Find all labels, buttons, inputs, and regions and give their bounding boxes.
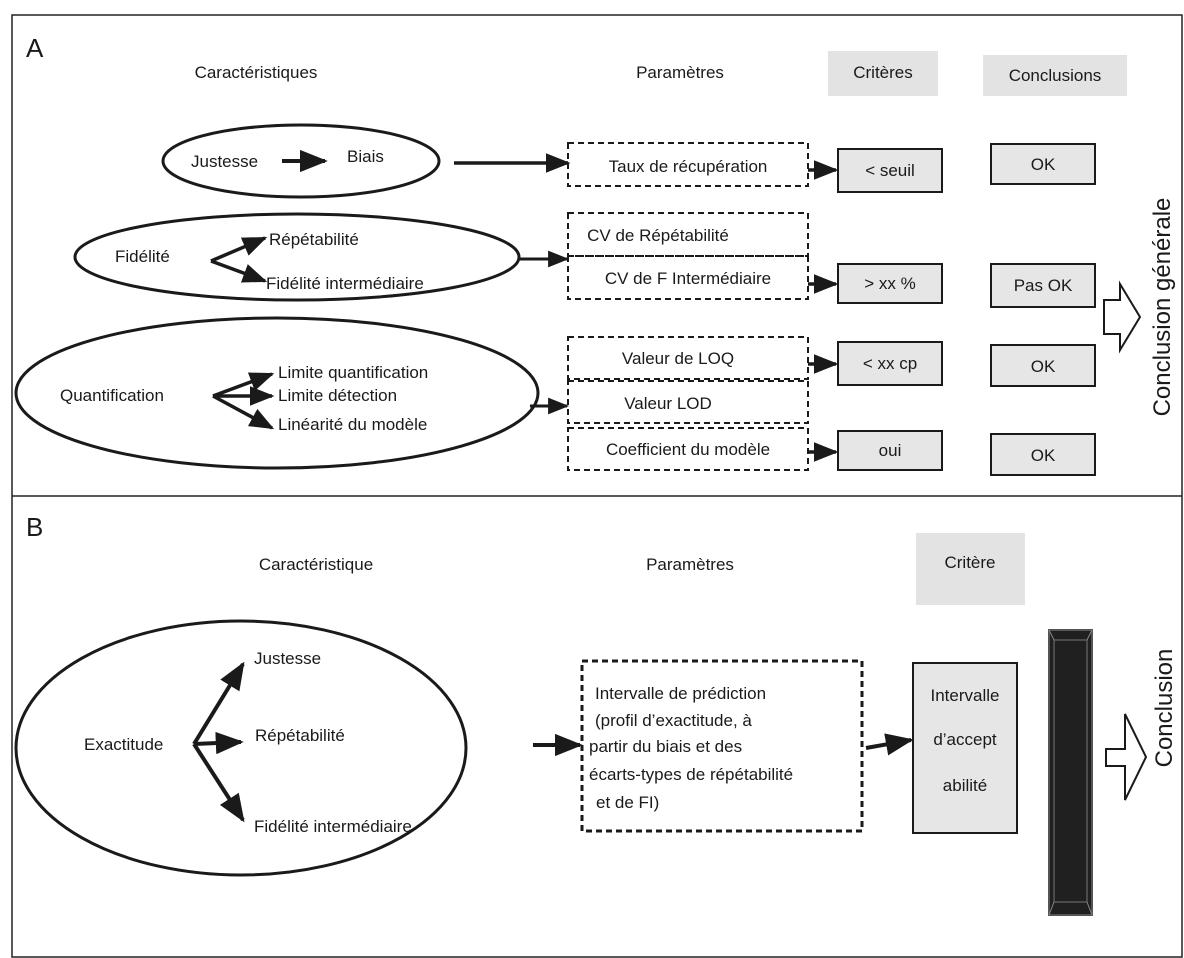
criterion-line-3: abilité (943, 776, 987, 795)
param-b-line-2: (profil d’exactitude, à (595, 711, 752, 730)
param-b-line-4: écarts-types de répétabilité (589, 765, 793, 784)
outer-frame (11, 14, 1183, 958)
general-conclusion-label: Conclusion générale (1149, 198, 1176, 417)
panel-a-letter: A (26, 33, 44, 63)
linearite-label: Linéarité du modèle (278, 415, 427, 434)
repetabilite-b-label: Répétabilité (255, 726, 345, 745)
param-taux-recuperation: Taux de récupération (609, 157, 768, 176)
general-conclusion-arrow (1103, 280, 1142, 354)
criteria-xx-cp: < xx cp (863, 354, 917, 373)
header-criterion-box (916, 533, 1025, 605)
exactitude-arrow-3 (192, 742, 245, 823)
criteria-xx-percent: > xx % (864, 274, 916, 293)
quant-arrow-1 (212, 372, 275, 398)
quant-arrow-3 (212, 394, 275, 430)
param-to-criterion-arrow (865, 733, 914, 756)
param-box-6 (567, 427, 809, 471)
header-parameters-b: Paramètres (646, 555, 734, 574)
param-box-5 (567, 380, 809, 424)
criteria-oui: oui (879, 441, 902, 460)
criteria-box-3 (837, 341, 943, 386)
justesse-b-label: Justesse (254, 649, 321, 668)
header-criteria-box (828, 51, 938, 96)
conclusion-box-4 (990, 433, 1096, 476)
biais-label: Biais (347, 147, 384, 166)
header-characteristics: Caractéristiques (195, 63, 318, 82)
criteria-box-1 (837, 148, 943, 193)
header-criterion: Critère (944, 553, 995, 572)
conclusion-box-2 (990, 263, 1096, 308)
param-b-line-3: partir du biais et des (589, 737, 742, 756)
exactitude-arrow-1 (192, 661, 245, 746)
param-box-4 (567, 336, 809, 380)
param-cv-repetabilite: CV de Répétabilité (587, 226, 729, 245)
fidelite-arrow-2 (210, 259, 268, 283)
param-valeur-lod: Valeur LOD (624, 394, 712, 413)
limite-quantification-label: Limite quantification (278, 363, 428, 382)
header-characteristic: Caractéristique (259, 555, 373, 574)
conclusion-ok-1: OK (1031, 155, 1056, 174)
criterion-line-2: d’accept (933, 730, 997, 749)
repetabilite-label: Répétabilité (269, 230, 359, 249)
ellipse-fidelite (73, 212, 521, 302)
ellipse-exactitude (14, 619, 468, 877)
criteria-seuil: < seuil (865, 161, 915, 180)
acceptability-interval-box (912, 662, 1018, 834)
fidelite-label: Fidélité (115, 247, 170, 266)
limite-detection-label: Limite détection (278, 386, 397, 405)
conclusion-ok-2: OK (1031, 357, 1056, 376)
fidelite-intermediaire-label: Fidélité intermédiaire (266, 274, 424, 293)
header-conclusions: Conclusions (1009, 66, 1102, 85)
ellipse-quantification (14, 316, 540, 470)
param-valeur-loq: Valeur de LOQ (622, 349, 734, 368)
param-box-1 (567, 142, 809, 187)
conclusion-arrow (1105, 713, 1148, 801)
conclusion-box-1 (990, 143, 1096, 185)
dark-vertical-bar (1048, 629, 1093, 916)
criteria-box-4 (837, 430, 943, 471)
criterion-line-1: Intervalle (931, 686, 1000, 705)
quantification-label: Quantification (60, 386, 164, 405)
header-parameters: Paramètres (636, 63, 724, 82)
header-conclusions-box (983, 55, 1127, 96)
exactitude-label: Exactitude (84, 735, 163, 754)
param-b-line-1: Intervalle de prédiction (595, 684, 766, 703)
conclusion-pas-ok: Pas OK (1014, 276, 1073, 295)
panel-b-letter: B (26, 512, 43, 542)
prediction-interval-box (580, 659, 864, 833)
conclusion-ok-3: OK (1031, 446, 1056, 465)
param-box-3 (567, 255, 809, 300)
conclusion-label: Conclusion (1151, 649, 1178, 768)
param-cv-fi: CV de F Intermédiaire (605, 269, 771, 288)
ellipse-justesse (161, 123, 441, 199)
header-criteria: Critères (853, 63, 913, 82)
fidelite-arrow-1 (210, 236, 268, 263)
param-coefficient-modele: Coefficient du modèle (606, 440, 770, 459)
justesse-label: Justesse (191, 152, 258, 171)
exactitude-arrow-2 (193, 731, 244, 755)
criteria-box-2 (837, 263, 943, 304)
param-b-line-5: et de FI) (596, 793, 659, 812)
fidelite-intermediaire-b-label: Fidélité intermédiaire (254, 817, 412, 836)
conclusion-box-3 (990, 344, 1096, 387)
